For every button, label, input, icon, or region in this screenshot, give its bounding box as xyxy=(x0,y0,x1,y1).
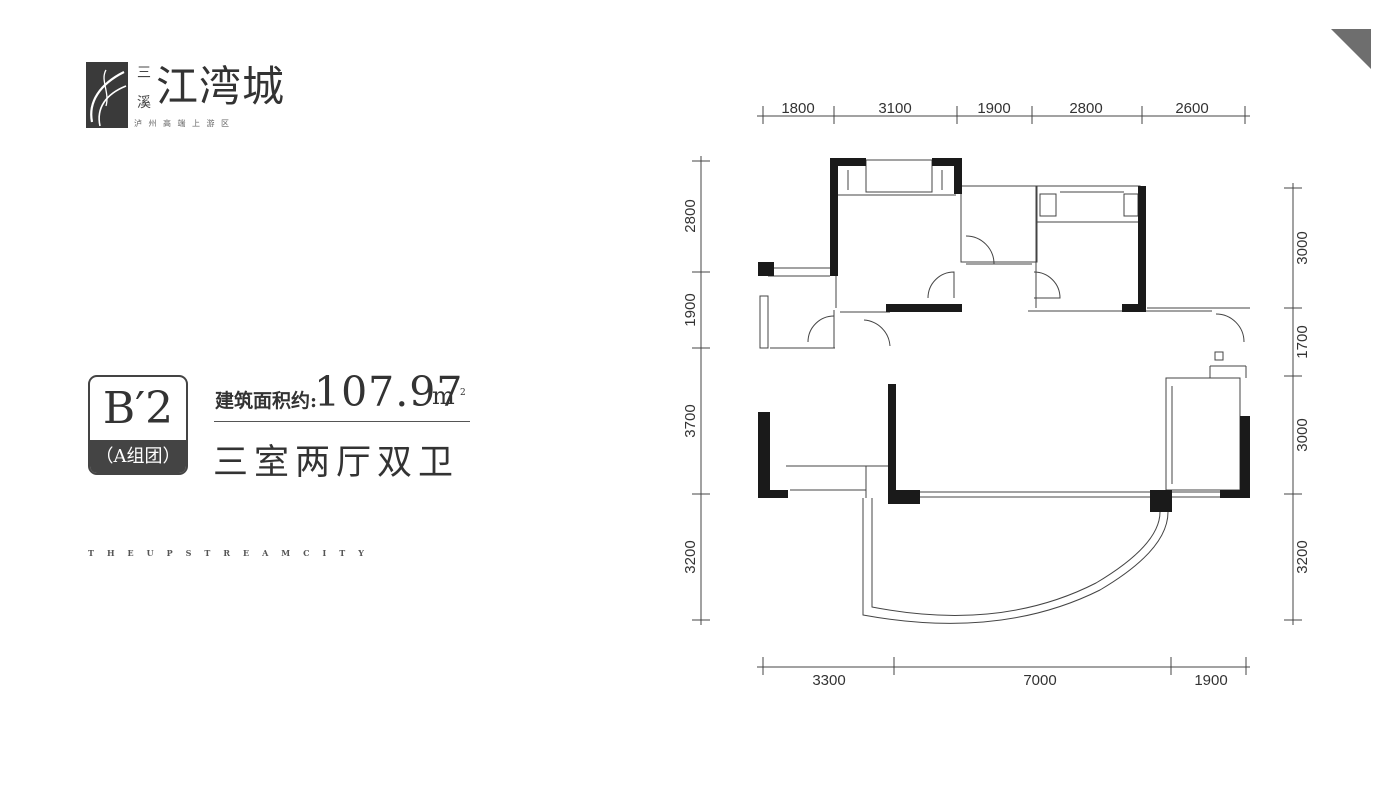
corner-triangle xyxy=(1331,29,1371,69)
plan-thin-lines xyxy=(759,159,1250,624)
logo-char-top: 三 xyxy=(137,65,151,81)
tagline: THEUPSTREAMCITY xyxy=(88,548,377,558)
dim-bottom-3: 1900 xyxy=(1194,672,1227,689)
door-swings xyxy=(807,235,1245,361)
dim-top-5: 2600 xyxy=(1175,100,1208,117)
unit-group-label: （A组团） xyxy=(90,440,186,473)
area-label: 建筑面积约: xyxy=(215,390,318,412)
dim-top-1: 1800 xyxy=(781,100,814,117)
dim-left-2: 1900 xyxy=(682,293,699,326)
walls xyxy=(758,158,1250,512)
dim-bottom-2: 7000 xyxy=(1023,672,1056,689)
area-value: 107.97 xyxy=(314,368,464,416)
dim-bottom-1: 3300 xyxy=(812,672,845,689)
dim-right-4: 3200 xyxy=(1294,540,1311,573)
logo-mark-icon xyxy=(86,62,128,128)
layout-name: 三室两厅双卫 xyxy=(213,443,460,483)
dim-top-3: 1900 xyxy=(977,100,1010,117)
logo-subtitle: 泸州高端上游区 xyxy=(134,119,236,128)
unit-type-code: B′2 xyxy=(102,383,174,434)
dimension-lines xyxy=(692,106,1302,675)
area-unit-superscript: 2 xyxy=(460,388,466,398)
dim-left-1: 2800 xyxy=(682,199,699,232)
area-unit: m xyxy=(432,382,455,410)
dim-left-3: 3700 xyxy=(682,404,699,437)
dim-right-3: 3000 xyxy=(1294,418,1311,451)
title-divider xyxy=(214,421,470,422)
dim-left-4: 3200 xyxy=(682,540,699,573)
unit-type-badge: B′2 （A组团） xyxy=(88,375,188,475)
dim-top-2: 3100 xyxy=(878,100,911,117)
dim-top-4: 2800 xyxy=(1069,100,1102,117)
dim-right-1: 3000 xyxy=(1294,231,1311,264)
logo-char-bottom: 溪 xyxy=(137,95,151,111)
dim-right-2: 1700 xyxy=(1294,325,1311,358)
brand-logo: 三 溪 江湾城 泸州高端上游区 xyxy=(86,62,286,132)
logo-name: 江湾城 xyxy=(156,62,286,111)
